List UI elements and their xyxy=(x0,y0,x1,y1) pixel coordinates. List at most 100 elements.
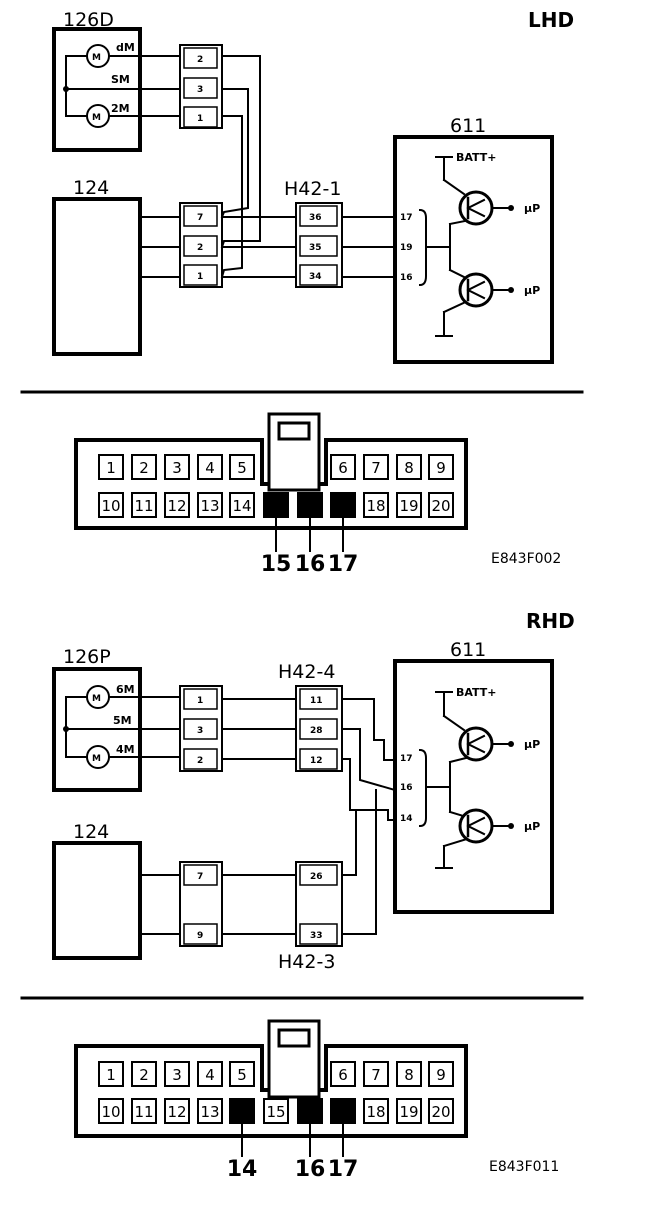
svg-text:26: 26 xyxy=(310,872,323,882)
rhd-reference-code: E843F011 xyxy=(489,1159,559,1175)
pin-cell-1 xyxy=(98,454,124,480)
pin-number-4: 4 xyxy=(205,1066,215,1084)
svg-text:12: 12 xyxy=(310,756,323,766)
callout-label-17: 17 xyxy=(328,552,359,577)
svg-text:33: 33 xyxy=(310,931,323,941)
pin-number-18: 18 xyxy=(366,1103,385,1121)
lhd-module-pin-1: 17 xyxy=(400,213,413,223)
rhd-ecu-box xyxy=(52,841,142,960)
pin-cell-10 xyxy=(98,1098,124,1124)
rhd-module-label: 611 xyxy=(450,639,486,661)
lhd-motor-label-3: 2M xyxy=(111,102,130,115)
svg-text:9: 9 xyxy=(197,931,203,941)
pin-number-20: 20 xyxy=(431,1103,450,1121)
pin-cell-13 xyxy=(197,1098,223,1124)
pin-number-11: 11 xyxy=(134,497,153,515)
rhd-transistor-upper-icon xyxy=(458,726,494,762)
rhd-transistor-lower-icon xyxy=(458,808,494,844)
lhd-wires xyxy=(139,55,396,279)
pin-number-7: 7 xyxy=(371,459,381,477)
pin-cell-18 xyxy=(363,1098,389,1124)
pin-cell-5 xyxy=(229,454,255,480)
pin-cell-14 xyxy=(229,492,255,518)
pin-number-11: 11 xyxy=(134,1103,153,1121)
lhd-out-label-1: μP xyxy=(524,202,540,215)
lhd-motor-label-1: dM xyxy=(116,41,135,54)
lhd-module-pin-2: 19 xyxy=(400,243,413,253)
pin-cell-20 xyxy=(428,1098,454,1124)
rhd-module-pin-1: 17 xyxy=(400,754,413,764)
lhd-h42-label: H42-1 xyxy=(284,178,341,200)
callout-label-16: 16 xyxy=(295,552,326,577)
rhd-wires xyxy=(139,698,397,935)
svg-text:36: 36 xyxy=(309,213,322,223)
pin-number-13: 13 xyxy=(200,1103,219,1121)
pin-cell-4 xyxy=(197,454,223,480)
pin-cell-15 xyxy=(263,492,289,518)
pin-number-8: 8 xyxy=(404,459,414,477)
rhd-out-label-2: μP xyxy=(524,820,540,833)
rhd-module-pin-2: 16 xyxy=(400,783,413,793)
pin-number-20: 20 xyxy=(431,497,450,515)
pin-cell-18 xyxy=(363,492,389,518)
svg-text:1: 1 xyxy=(197,114,203,124)
rhd-motor-1-icon: M xyxy=(86,685,110,709)
pin-cell-20 xyxy=(428,492,454,518)
pin-number-15: 15 xyxy=(266,1103,285,1121)
rhd-motor-label-3: 4M xyxy=(116,743,135,756)
rhd-ecu-connector: 7 9 xyxy=(179,861,223,947)
rhd-h42-4-connector: 11 28 12 xyxy=(295,685,343,772)
svg-text:M: M xyxy=(92,113,101,123)
lhd-motor-2-icon: M xyxy=(86,104,110,128)
pin-cell-14 xyxy=(229,1098,255,1124)
rhd-section: RHD 126P M M 6M 5M 4M 1 xyxy=(20,609,584,1182)
pin-number-6: 6 xyxy=(338,1066,348,1084)
pin-cell-9 xyxy=(428,454,454,480)
pin-number-12: 12 xyxy=(167,497,186,515)
lhd-transistor-lower-icon xyxy=(458,272,494,308)
svg-text:34: 34 xyxy=(309,272,322,282)
lhd-module-pin-3: 16 xyxy=(400,273,413,283)
callout-label-15: 15 xyxy=(261,552,292,577)
lhd-motor-1-icon: M xyxy=(86,44,110,68)
pin-number-12: 12 xyxy=(167,1103,186,1121)
pin-number-5: 5 xyxy=(237,459,247,477)
pin-number-1: 1 xyxy=(106,1066,116,1084)
pin-number-1: 1 xyxy=(106,459,116,477)
pin-cell-19 xyxy=(396,492,422,518)
pin-cell-3 xyxy=(164,454,190,480)
pin-cell-2 xyxy=(131,1061,157,1087)
pin-number-3: 3 xyxy=(172,1066,182,1084)
pin-cell-7 xyxy=(363,1061,389,1087)
pin-number-10: 10 xyxy=(101,1103,120,1121)
rhd-motor-label-1: 6M xyxy=(116,683,135,696)
lhd-motor-connector: 2 3 1 xyxy=(179,44,223,129)
rhd-h42-3-connector: 26 33 xyxy=(295,861,343,947)
pin-cell-15 xyxy=(263,1098,289,1124)
rhd-h42-4-label: H42-4 xyxy=(278,661,335,683)
pin-number-19: 19 xyxy=(399,1103,418,1121)
rhd-title: RHD xyxy=(526,609,575,633)
lhd-output-dot-2 xyxy=(508,287,514,293)
pin-cell-13 xyxy=(197,492,223,518)
lhd-motor-unit-label: 126D xyxy=(63,9,114,31)
lhd-motor-label-2: SM xyxy=(111,73,130,86)
lhd-output-dot-1 xyxy=(508,205,514,211)
lhd-module-box xyxy=(393,135,554,364)
svg-text:35: 35 xyxy=(309,243,322,253)
pin-cell-4 xyxy=(197,1061,223,1087)
svg-text:11: 11 xyxy=(310,696,323,706)
rhd-motor-label-2: 5M xyxy=(113,714,132,727)
rhd-junction-dot xyxy=(63,726,69,732)
rhd-output-dot-1 xyxy=(508,741,514,747)
lhd-junction-dot xyxy=(63,86,69,92)
pin-cell-12 xyxy=(164,492,190,518)
lhd-out-label-2: μP xyxy=(524,284,540,297)
svg-text:2: 2 xyxy=(197,55,203,65)
svg-text:28: 28 xyxy=(310,726,323,736)
pin-number-9: 9 xyxy=(436,459,446,477)
pin-cell-12 xyxy=(164,1098,190,1124)
